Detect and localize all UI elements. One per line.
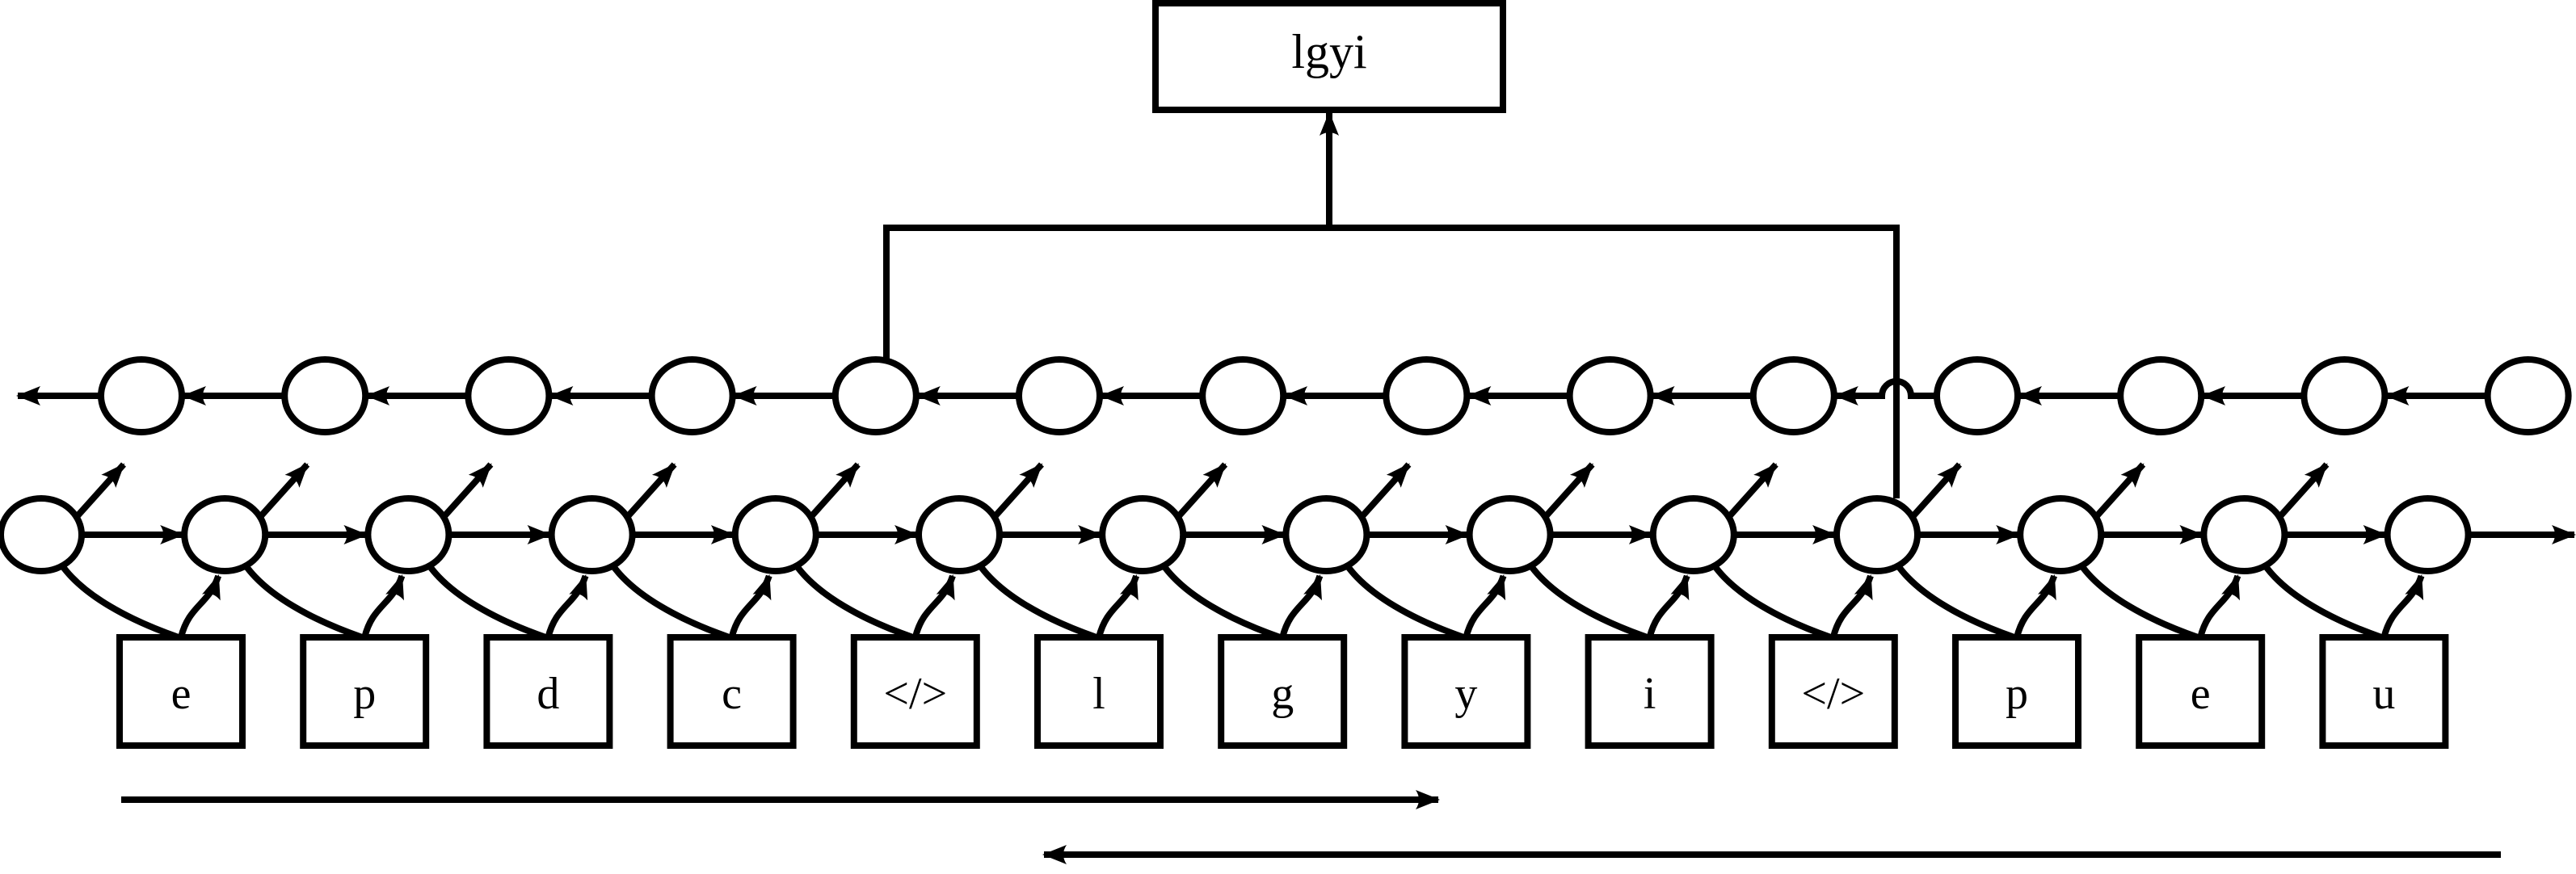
token-box: c xyxy=(667,634,797,749)
forward-hidden-node xyxy=(1099,495,1187,574)
backward-hidden-node xyxy=(281,356,369,435)
token-label: p xyxy=(2006,669,2028,719)
forward-hidden-node xyxy=(731,495,819,574)
token-box-frame xyxy=(667,634,797,749)
token-box: p xyxy=(1952,634,2081,749)
forward-hidden-node xyxy=(2200,495,2288,574)
token-box: l xyxy=(1034,634,1164,749)
backward-edge xyxy=(1833,378,1937,405)
token-to-forward-edge xyxy=(728,574,772,639)
token-box-frame xyxy=(1585,634,1715,749)
token-boxes: e p d c </> l g y i </> p e u xyxy=(116,634,2449,749)
token-label: g xyxy=(1271,669,1294,719)
backward-hidden-node xyxy=(1383,356,1471,435)
backward-hidden-node xyxy=(1749,356,1837,435)
token-to-forward-edge xyxy=(911,574,956,639)
backward-hidden-node xyxy=(98,356,185,435)
token-label: i xyxy=(1644,669,1656,719)
backward-hidden-node xyxy=(1016,356,1103,435)
token-box-frame xyxy=(1401,634,1531,749)
forward-hidden-node xyxy=(1649,495,1737,574)
token-box: </> xyxy=(850,634,980,749)
token-box: </> xyxy=(1768,634,1898,749)
span-bracket-line xyxy=(883,225,1900,498)
token-box: g xyxy=(1218,634,1348,749)
token-label: e xyxy=(171,669,192,719)
rnn-layers xyxy=(0,356,2576,641)
token-to-forward-edge xyxy=(2197,574,2241,639)
backward-hidden-node xyxy=(2300,356,2389,435)
token-box-frame xyxy=(1034,634,1164,749)
token-label: c xyxy=(722,669,742,719)
token-box-frame xyxy=(2319,634,2449,749)
token-to-forward-edge xyxy=(1463,574,1507,639)
output-label: lgyi xyxy=(1291,25,1366,78)
token-to-forward-edge xyxy=(361,574,406,639)
token-box-frame xyxy=(483,634,613,749)
token-box: i xyxy=(1585,634,1715,749)
token-box: y xyxy=(1401,634,1531,749)
token-to-forward-edge xyxy=(2014,574,2057,639)
forward-hidden-node xyxy=(915,495,1003,574)
direction-arrows xyxy=(121,790,2501,864)
span-bracket xyxy=(883,111,1900,498)
token-box: u xyxy=(2319,634,2449,749)
forward-hidden-node xyxy=(548,495,636,574)
token-label: d xyxy=(537,669,559,719)
token-box: d xyxy=(483,634,613,749)
token-to-forward-edge xyxy=(545,574,589,639)
backward-hidden-node xyxy=(648,356,736,435)
token-label: p xyxy=(353,669,376,719)
token-box-frame xyxy=(850,634,980,749)
forward-hidden-node xyxy=(2384,495,2472,574)
token-box: e xyxy=(2136,634,2266,749)
forward-hidden-node xyxy=(2017,495,2105,574)
token-to-forward-edge xyxy=(2380,574,2425,639)
forward-hidden-node xyxy=(0,495,85,574)
token-box-frame xyxy=(116,634,246,749)
token-box: p xyxy=(300,634,430,749)
backward-hidden-node xyxy=(1199,356,1287,435)
token-to-forward-edge xyxy=(1279,574,1324,639)
forward-hidden-node xyxy=(1282,495,1370,574)
token-to-forward-edge xyxy=(1646,574,1690,639)
token-box-frame xyxy=(2136,634,2266,749)
token-label: u xyxy=(2372,669,2395,719)
token-to-forward-edge xyxy=(1829,574,1874,639)
backward-hidden-node xyxy=(1934,356,2021,435)
token-to-forward-edge xyxy=(1096,574,1139,639)
token-box-frame xyxy=(1768,634,1898,749)
token-box-frame xyxy=(1952,634,2081,749)
output-box: lgyi xyxy=(1152,0,1506,113)
token-box: e xyxy=(116,634,246,749)
token-box-frame xyxy=(300,634,430,749)
forward-hidden-node xyxy=(181,495,269,574)
forward-hidden-node xyxy=(1466,495,1554,574)
token-label: y xyxy=(1454,669,1477,719)
token-label: </> xyxy=(1801,669,1865,719)
token-label: l xyxy=(1092,669,1105,719)
forward-hidden-node xyxy=(1833,495,1921,574)
backward-hidden-node xyxy=(1566,356,1654,435)
token-to-forward-edge xyxy=(178,574,221,639)
forward-hidden-node xyxy=(364,495,452,574)
token-label: e xyxy=(2191,669,2211,719)
backward-hidden-node xyxy=(465,356,553,435)
backward-hidden-node xyxy=(2117,356,2205,435)
token-label: </> xyxy=(883,669,947,719)
backward-hidden-node xyxy=(2484,356,2572,435)
backward-hidden-node xyxy=(831,356,920,435)
token-box-frame xyxy=(1218,634,1348,749)
